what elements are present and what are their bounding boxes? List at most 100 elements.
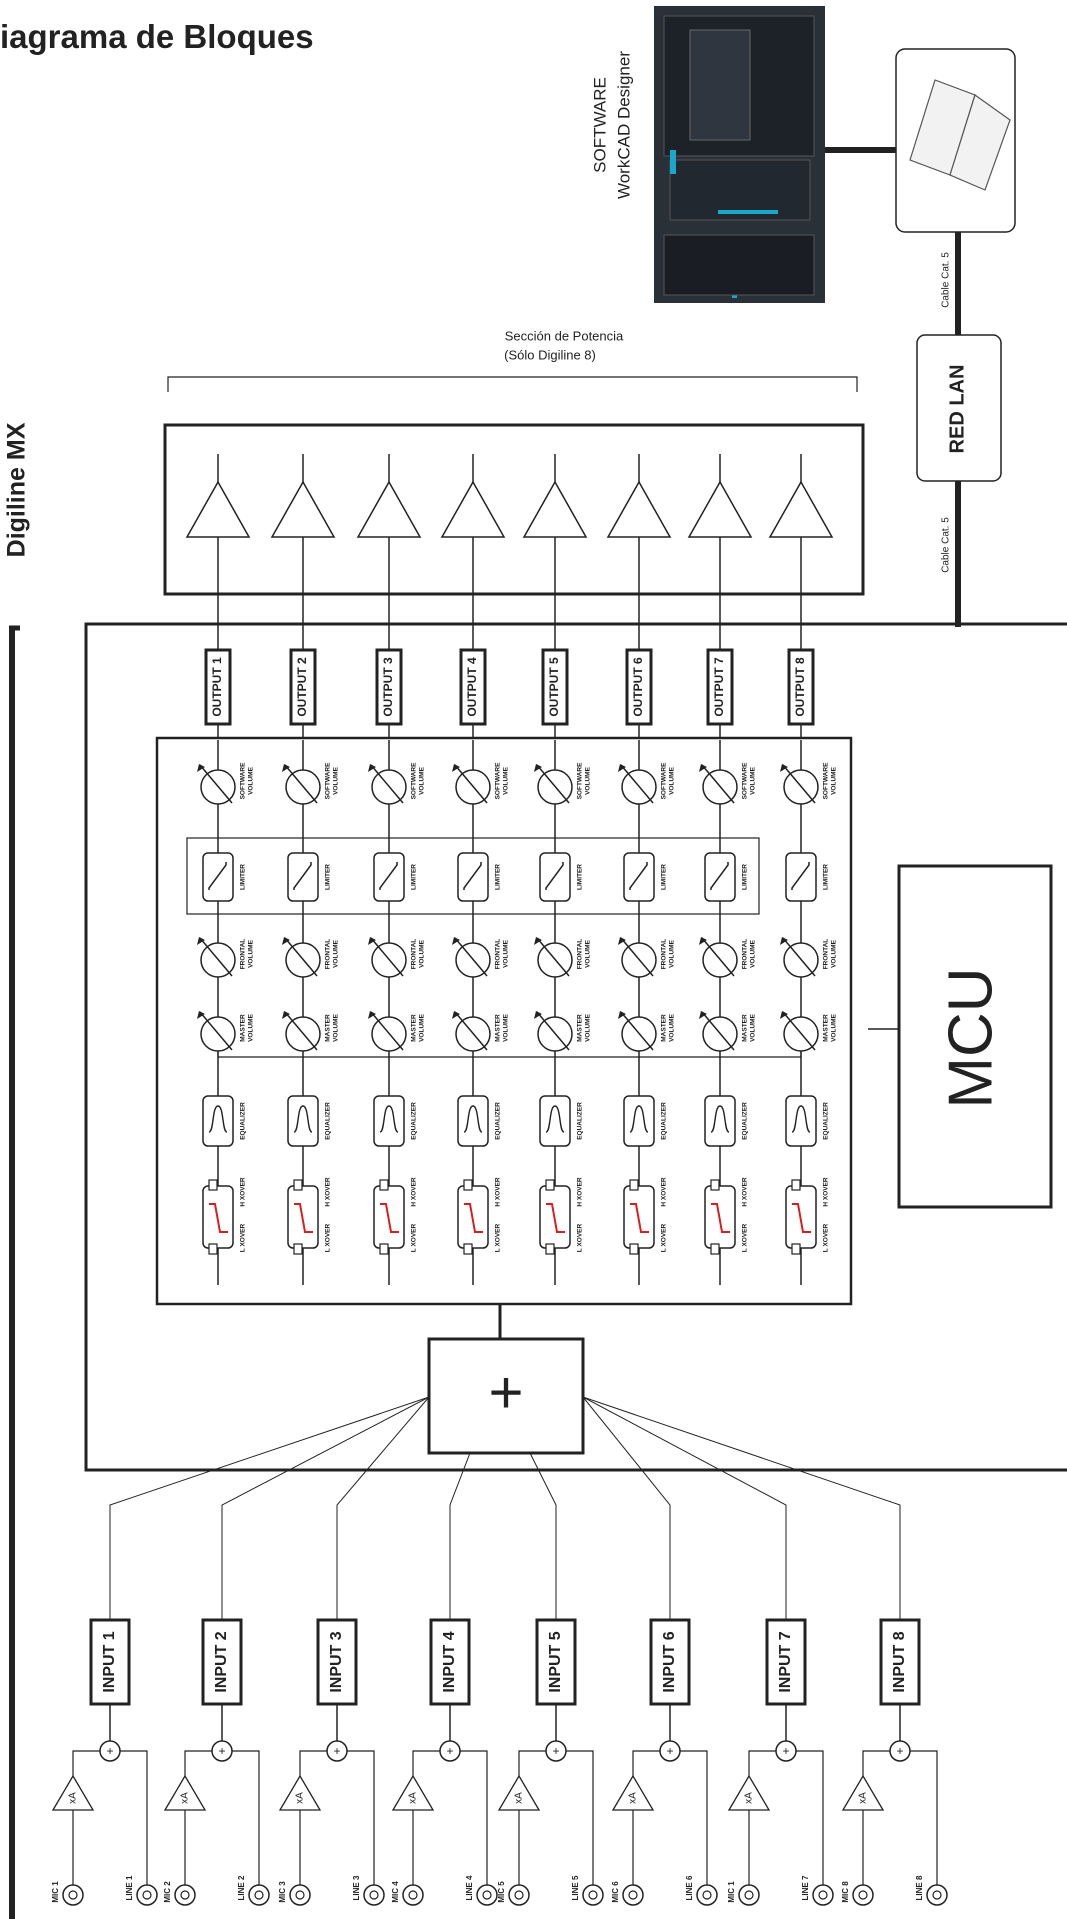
frontal-volume-knob-label-2: VOLUME	[669, 939, 676, 967]
equalizer-label: EQUALIZER	[240, 1102, 247, 1140]
preamp-label: xA	[858, 1792, 869, 1804]
equalizer-block	[374, 1096, 404, 1146]
software-volume-knob-label-2: VOLUME	[585, 766, 592, 794]
software-volume-knob-label-2: VOLUME	[750, 766, 757, 794]
limiter-label: LIMITER	[325, 864, 332, 890]
mic-label: MIC 4	[391, 1881, 400, 1903]
preamp-label: xA	[744, 1792, 755, 1804]
crossover-tab-top	[630, 1180, 638, 1190]
screen-accent-1	[670, 150, 676, 174]
h-xover-label: H XOVER	[577, 1177, 584, 1207]
sum-symbol: +	[446, 1744, 453, 1758]
crossover-tab-bottom	[711, 1244, 719, 1254]
mic-label: MIC 1	[51, 1881, 60, 1903]
sum-symbol: +	[782, 1744, 789, 1758]
master-volume-knob-label-1: MASTER	[742, 1014, 749, 1042]
l-xover-label: L XOVER	[240, 1223, 247, 1252]
mcu-label: MCU	[936, 967, 1005, 1108]
line-input-link	[910, 1751, 937, 1885]
mic-label: MIC 3	[278, 1881, 287, 1903]
equalizer-label: EQUALIZER	[742, 1102, 749, 1140]
limiter-label: LIMITER	[823, 864, 830, 890]
line-jack-center	[483, 1891, 491, 1899]
frontal-volume-knob-label-1: FRONTAL	[495, 939, 502, 970]
mic-jack-center	[515, 1891, 523, 1899]
mic-label: MIC 8	[841, 1881, 850, 1903]
input-fan-line	[222, 1397, 429, 1620]
line-label: LINE 6	[685, 1875, 694, 1900]
software-volume-knob-label-1: SOFTWARE	[325, 762, 332, 799]
l-xover-label: L XOVER	[411, 1223, 418, 1252]
preamp-label: xA	[68, 1792, 79, 1804]
output-label: OUTPUT 7	[712, 657, 726, 717]
power-section-bracket	[168, 377, 857, 392]
l-xover-label: L XOVER	[325, 1223, 332, 1252]
limiter-label: LIMITER	[661, 864, 668, 890]
preamp-link	[633, 1751, 660, 1776]
master-volume-knob-label-1: MASTER	[577, 1014, 584, 1042]
line-input-link	[347, 1751, 374, 1885]
preamp-label: xA	[514, 1792, 525, 1804]
h-xover-label: H XOVER	[742, 1177, 749, 1207]
input-fan-line	[110, 1397, 429, 1620]
equalizer-block	[705, 1096, 735, 1146]
limiter-label: LIMITER	[742, 864, 749, 890]
line-label: LINE 7	[801, 1875, 810, 1900]
equalizer-block	[203, 1096, 233, 1146]
h-xover-label: H XOVER	[411, 1177, 418, 1207]
crossover-tab-top	[294, 1180, 302, 1190]
crossover-tab-top	[464, 1180, 472, 1190]
equalizer-label: EQUALIZER	[661, 1102, 668, 1140]
line-input-link	[460, 1751, 487, 1885]
equalizer-label: EQUALIZER	[577, 1102, 584, 1140]
master-volume-knob-label-1: MASTER	[823, 1014, 830, 1042]
line-jack-center	[819, 1891, 827, 1899]
equalizer-block	[540, 1096, 570, 1146]
crossover-tab-top	[380, 1180, 388, 1190]
crossover-tab-top	[792, 1180, 800, 1190]
line-label: LINE 2	[237, 1875, 246, 1900]
limiter-label: LIMITER	[411, 864, 418, 890]
l-xover-label: L XOVER	[577, 1223, 584, 1252]
master-volume-knob-label-2: VOLUME	[333, 1013, 340, 1041]
master-volume-knob-label-2: VOLUME	[669, 1013, 676, 1041]
equalizer-block	[288, 1096, 318, 1146]
preamp-link	[519, 1751, 546, 1776]
h-xover-label: H XOVER	[325, 1177, 332, 1207]
h-xover-label: H XOVER	[495, 1177, 502, 1207]
master-volume-knob-label-2: VOLUME	[750, 1013, 757, 1041]
frontal-volume-knob-label-2: VOLUME	[333, 939, 340, 967]
preamp-link	[863, 1751, 890, 1776]
input-label: INPUT 2	[213, 1631, 230, 1692]
sum-symbol: +	[218, 1744, 225, 1758]
power-amp-box	[165, 425, 863, 594]
input-fan-line	[583, 1397, 670, 1620]
limiter-label: LIMITER	[240, 864, 247, 890]
frontal-volume-knob-label-1: FRONTAL	[577, 939, 584, 970]
master-volume-knob-label-1: MASTER	[325, 1014, 332, 1042]
crossover-tab-bottom	[792, 1244, 800, 1254]
sum-symbol: +	[552, 1744, 559, 1758]
input-fan-line	[337, 1397, 429, 1620]
frontal-volume-knob-label-2: VOLUME	[419, 939, 426, 967]
output-label: OUTPUT 4	[465, 657, 479, 717]
input-label: INPUT 4	[441, 1631, 458, 1692]
mic-jack-center	[69, 1891, 77, 1899]
output-label: OUTPUT 3	[381, 657, 395, 717]
preamp-label: xA	[628, 1792, 639, 1804]
screen-accent-2	[718, 210, 778, 214]
software-volume-knob-label-2: VOLUME	[503, 766, 510, 794]
line-input-link	[796, 1751, 823, 1885]
input-fan-line	[530, 1453, 556, 1620]
preamp-link	[413, 1751, 440, 1776]
mic-jack-center	[859, 1891, 867, 1899]
input-label: INPUT 5	[547, 1631, 564, 1692]
input-fan-line	[583, 1397, 786, 1620]
line-jack-center	[370, 1891, 378, 1899]
frontal-volume-knob-label-1: FRONTAL	[823, 939, 830, 970]
equalizer-block	[786, 1096, 816, 1146]
h-xover-label: H XOVER	[240, 1177, 247, 1207]
software-label: SOFTWARE	[590, 77, 609, 173]
master-volume-knob-label-2: VOLUME	[503, 1013, 510, 1041]
equalizer-label: EQUALIZER	[823, 1102, 830, 1140]
